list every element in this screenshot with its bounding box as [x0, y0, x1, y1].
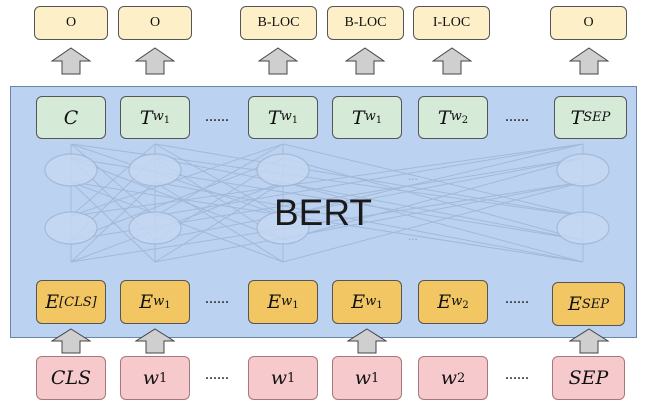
network-edge	[282, 157, 584, 241]
ellipsis: ......	[505, 108, 529, 125]
t-box-1: C	[36, 96, 106, 139]
network-edge	[154, 181, 584, 263]
up-arrow-icon	[569, 328, 609, 354]
network-edge	[154, 143, 284, 217]
ellipsis: ......	[505, 290, 529, 307]
up-arrow-icon	[135, 47, 175, 75]
network-node	[44, 211, 98, 245]
network-edge	[70, 181, 584, 263]
up-arrow-icon	[345, 47, 385, 75]
network-edge	[154, 143, 584, 217]
network-node	[256, 153, 310, 187]
output-label-5: I-LOC	[413, 6, 490, 40]
up-arrow-icon	[347, 328, 387, 354]
token-box-6: SEP	[552, 356, 625, 400]
ellipsis: ......	[505, 366, 529, 383]
network-ellipsis: ...	[408, 228, 418, 243]
up-arrow-icon	[135, 328, 175, 354]
network-edge	[70, 143, 284, 217]
up-arrow-icon	[569, 47, 609, 75]
network-edge	[282, 181, 584, 263]
network-node	[256, 211, 310, 245]
up-arrow-icon	[51, 47, 91, 75]
network-edge	[70, 181, 156, 263]
up-arrow-icon	[432, 47, 472, 75]
output-label-1: O	[34, 6, 108, 40]
output-label-6: O	[550, 6, 627, 40]
bert-panel	[10, 86, 637, 338]
network-node	[556, 211, 610, 245]
output-label-3: B-LOC	[240, 6, 317, 40]
network-node	[44, 153, 98, 187]
network-edge	[70, 157, 284, 241]
bert-title: BERT	[273, 192, 372, 233]
ellipsis: ......	[205, 108, 229, 125]
output-label-2: O	[118, 6, 192, 40]
network-node	[128, 153, 182, 187]
network-node	[556, 153, 610, 187]
network-ellipsis: ...	[408, 168, 418, 183]
network-edge	[282, 143, 584, 217]
ellipsis: ......	[205, 290, 229, 307]
network-edge	[154, 181, 284, 263]
output-label-4: B-LOC	[327, 6, 404, 40]
up-arrow-icon	[258, 47, 298, 75]
network-edge	[154, 157, 584, 241]
token-box-1: CLS	[36, 356, 106, 400]
network-node	[128, 211, 182, 245]
ellipsis: ......	[205, 366, 229, 383]
e-box-1: E[CLS]	[36, 280, 106, 324]
up-arrow-icon	[51, 328, 91, 354]
